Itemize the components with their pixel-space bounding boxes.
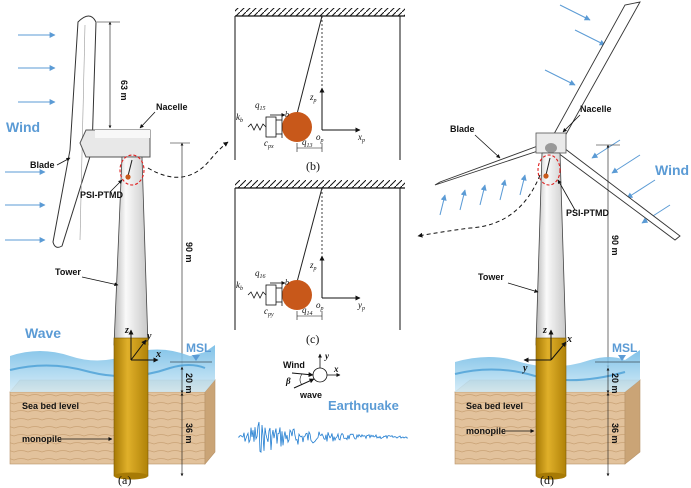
spring-c: [247, 291, 267, 299]
axis-y-left: y: [146, 331, 152, 342]
pile-depth-dim-right: 36 m: [610, 423, 620, 444]
axis-z-left: z: [124, 325, 129, 336]
earthquake-signal: [237, 421, 409, 453]
b-label-c: b: [285, 278, 289, 287]
cpx-label-b: cpx: [264, 138, 274, 150]
yp-label-c: yp: [357, 300, 365, 312]
hub-height-dim-left: 90 m: [184, 242, 194, 263]
psi-ptmd-label-left: PSI-PTMD: [80, 190, 124, 200]
axis-x-right: x: [566, 334, 572, 345]
blade-label-right: Blade: [450, 124, 475, 134]
damper-c: [265, 284, 277, 306]
msl-label-left: MSL: [186, 341, 211, 355]
seabed-label-left: Sea bed level: [22, 401, 79, 411]
monopile-label-left: monopile: [22, 434, 62, 444]
blade-up-right: [548, 1, 641, 146]
pendulum-cable-b: [296, 15, 323, 115]
panel-c: kb cpy q16 b q14 zp yp op (c): [234, 180, 405, 346]
axis-y-right: y: [522, 363, 528, 374]
wind-label-right: Wind: [655, 162, 689, 178]
water-depth-dim-left: 20 m: [184, 373, 194, 394]
q13-label: q13: [302, 137, 313, 149]
caption-a: (a): [118, 473, 131, 487]
water-depth-dim-right: 20 m: [610, 373, 620, 394]
axis-x-left: x: [155, 349, 161, 360]
psi-ptmd-mass-right: [543, 173, 549, 179]
blade-side-view: [52, 15, 97, 248]
zp-label-c: zp: [309, 260, 317, 272]
compass-y-label: y: [324, 351, 330, 361]
wind-label-left: Wind: [6, 119, 40, 135]
kb-label-b: kb: [236, 112, 243, 124]
wind-arrows-left: [5, 32, 56, 243]
water-block-left: [10, 345, 215, 392]
monopile-label-right: monopile: [466, 426, 506, 436]
earthquake-label: Earthquake: [328, 398, 399, 413]
spring-b: [247, 123, 267, 131]
seabed-label-right: Sea bed level: [466, 401, 523, 411]
axis-z-right: z: [542, 325, 547, 336]
hub-height-dim-right: 90 m: [610, 235, 620, 256]
link-arrow-to-b: [147, 141, 229, 178]
caption-b: (b): [306, 159, 320, 173]
pendulum-mass-c: [282, 280, 312, 310]
beta-label: β: [285, 376, 291, 386]
monopile-right: [535, 337, 567, 477]
psi-ptmd-highlight-left: [119, 154, 145, 186]
wave-label: Wave: [25, 325, 61, 341]
tower-label-right: Tower: [478, 272, 504, 282]
psi-ptmd-mass-left: [125, 174, 131, 180]
nacelle-label-left: Nacelle: [156, 102, 188, 112]
psi-ptmd-label-right: PSI-PTMD: [566, 208, 610, 218]
load-direction-compass: y x Wind wave β: [283, 351, 341, 400]
compass-x-label: x: [333, 364, 339, 374]
pendulum-mass-b: [282, 112, 312, 142]
damper-b: [265, 116, 277, 138]
caption-d: (d): [540, 473, 554, 487]
pile-depth-dim-left: 36 m: [184, 423, 194, 444]
nacelle-label-right: Nacelle: [580, 104, 612, 114]
q16-label: q16: [255, 268, 266, 280]
seabed-block-left: [9, 391, 206, 465]
cpy-label-c: cpy: [264, 306, 274, 318]
zp-label-b: zp: [309, 92, 317, 104]
panel-a: Wind 63 m Nacelle Blade Tower PSI-PTMD 9…: [5, 15, 229, 487]
msl-label-right: MSL: [612, 341, 637, 355]
psi-ptmd-highlight-right: [537, 154, 561, 186]
tower-label-left: Tower: [55, 267, 81, 277]
compass-wind-label: Wind: [283, 360, 305, 370]
xp-label-b: xp: [357, 132, 365, 144]
q14-label: q14: [302, 305, 313, 317]
op-label-b: op: [316, 132, 324, 144]
kb-label-c: kb: [236, 280, 243, 292]
caption-c: (c): [306, 332, 319, 346]
op-label-c: op: [316, 300, 324, 312]
monopile-left: [113, 337, 149, 477]
blade-length-dim: 63 m: [119, 80, 129, 101]
link-arrow-to-c: [417, 174, 541, 238]
compass-wave-label: wave: [299, 390, 322, 400]
q15-label: q15: [255, 100, 266, 112]
tower-right: [535, 152, 567, 346]
panel-d: Wind Nacelle Blade Tower PSI-PTMD 90 m: [417, 1, 689, 487]
panel-b: kb cpx q15 b q13 zp xp op (b): [234, 8, 405, 173]
blade-down-right: [553, 144, 681, 241]
blade-label-left: Blade: [30, 160, 55, 170]
wind-arrows-right: [439, 4, 671, 224]
b-label-b: b: [285, 110, 289, 119]
pendulum-cable-c: [296, 187, 323, 283]
